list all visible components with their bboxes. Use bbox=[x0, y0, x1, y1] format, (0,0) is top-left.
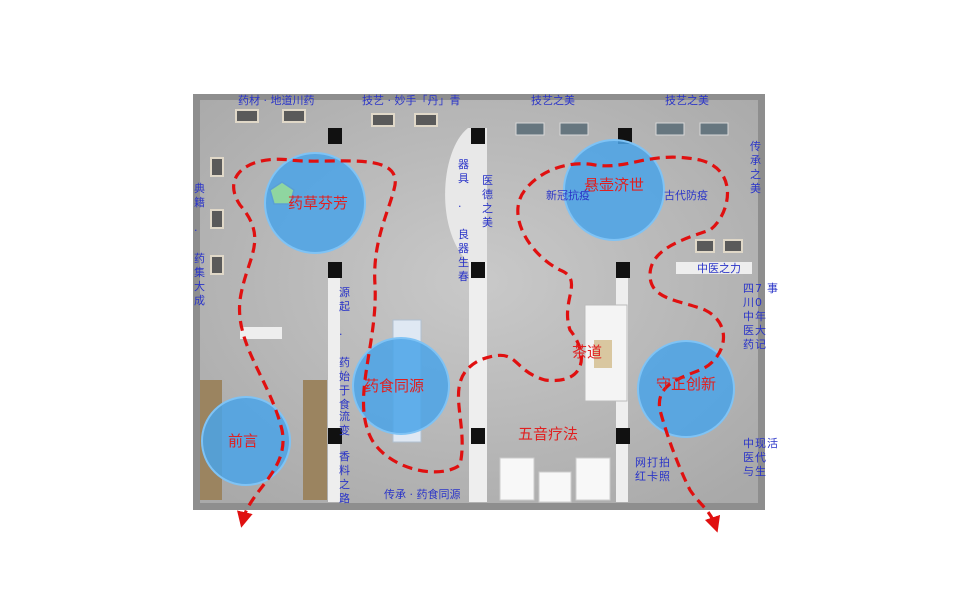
music-seat-2 bbox=[538, 471, 572, 503]
svg-text:网红打卡拍照: 网红打卡拍照 bbox=[635, 455, 670, 483]
svg-text:香料之路: 香料之路 bbox=[339, 450, 350, 505]
label-bottom-food: 传承 · 药食同源 bbox=[384, 487, 461, 501]
zone-label-xuanhu: 悬壶济世 bbox=[584, 176, 644, 194]
vlabel-checkin: 网红打卡拍照 bbox=[635, 455, 670, 483]
visitor-route bbox=[232, 155, 729, 533]
svg-text:医德之美: 医德之美 bbox=[482, 174, 493, 229]
label-music: 五音疗法 bbox=[518, 425, 578, 443]
partition-right-shelf bbox=[676, 262, 752, 274]
top-screens bbox=[515, 122, 729, 136]
tools-display-wall bbox=[445, 128, 487, 262]
music-seat-1 bbox=[499, 457, 535, 501]
vlabel-spice: 香料之路 bbox=[339, 450, 350, 505]
svg-text:流变: 流变 bbox=[339, 409, 350, 437]
vlabel-inherit: 传承之美 bbox=[750, 140, 761, 195]
label-top-dan: 技艺 · 妙手「丹」青 bbox=[362, 93, 461, 107]
vlabel-left-books: 典籍 · 药集大成 bbox=[194, 181, 205, 307]
svg-text:中医与现代生活: 中医与现代生活 bbox=[743, 437, 778, 478]
label-new-crown: 新冠抗疫 bbox=[546, 188, 590, 202]
vlabel-medical-ethics: 医德之美 bbox=[482, 174, 493, 229]
zone-circle-food bbox=[352, 337, 450, 435]
partition-center-vertical bbox=[469, 262, 487, 502]
label-top-skill-2: 技艺之美 bbox=[665, 93, 709, 107]
display-cases bbox=[210, 109, 743, 275]
vlabel-tools: 器具 · 良器生春 bbox=[458, 158, 469, 283]
herb-emblem-icon bbox=[269, 181, 295, 205]
svg-text:源起 · 药始于食: 源起 · 药始于食 bbox=[339, 285, 350, 411]
vlabel-flow: 流变 bbox=[339, 409, 350, 437]
zone-label-preface: 前言 bbox=[228, 432, 258, 450]
vlabel-modern: 中医与现代生活 bbox=[743, 437, 778, 478]
label-tcm-power: 中医之力 bbox=[697, 261, 741, 275]
zone-circle-herbs bbox=[264, 152, 366, 254]
annotations: 药材 · 地道川药 技艺 · 妙手「丹」青 技艺之美 技艺之美 传承 · 药食同… bbox=[238, 93, 741, 501]
svg-text:器具 · 良器生春: 器具 · 良器生春 bbox=[458, 158, 469, 283]
zone-label-food: 药食同源 bbox=[364, 377, 424, 395]
partition-preface-shelf bbox=[240, 327, 282, 339]
zone-label-herbs: 药草芬芳 bbox=[288, 194, 348, 212]
label-top-skill-1: 技艺之美 bbox=[531, 93, 575, 107]
music-seat-3 bbox=[575, 457, 611, 501]
tea-table-inner bbox=[594, 340, 612, 368]
vlabel-origin: 源起 · 药始于食 bbox=[339, 285, 350, 411]
zone-label-innovate: 守正创新 bbox=[656, 375, 716, 393]
rock-panel-right bbox=[303, 380, 327, 500]
svg-text:传承之美: 传承之美 bbox=[750, 140, 761, 195]
label-ancient: 古代防疫 bbox=[664, 188, 708, 202]
label-tea: 茶道 bbox=[572, 343, 602, 361]
svg-text:典籍 · 药集大成: 典籍 · 药集大成 bbox=[194, 181, 205, 307]
zone-circle-preface bbox=[201, 396, 291, 486]
label-top-herbs: 药材 · 地道川药 bbox=[238, 93, 315, 107]
